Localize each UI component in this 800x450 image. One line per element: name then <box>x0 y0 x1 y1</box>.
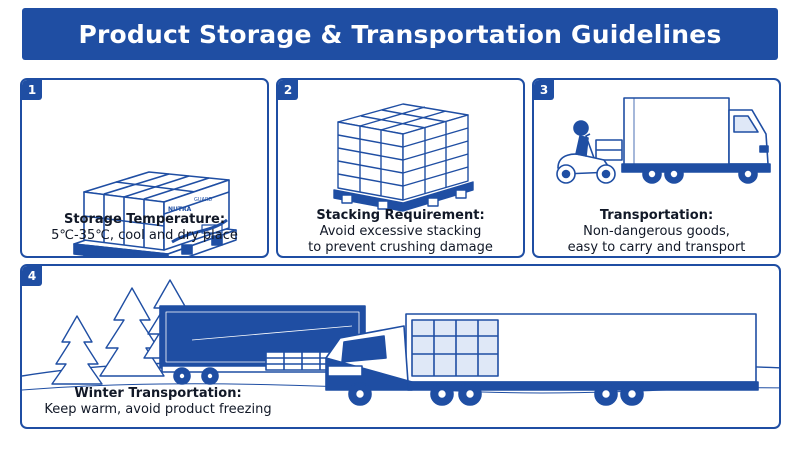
caption-line: to prevent crushing damage <box>308 240 493 255</box>
box-brand-label: NUTRA <box>168 206 192 213</box>
caption-heading: Winter Transportation: <box>74 386 242 401</box>
winter-trucks-icon <box>22 279 779 406</box>
caption-line: Keep warm, avoid product freezing <box>44 402 272 417</box>
page-title: Product Storage & Transportation Guideli… <box>78 19 722 49</box>
caption-line: 5℃-35℃, cool and dry place <box>51 228 238 243</box>
caption-heading: Storage Temperature: <box>63 212 226 227</box>
delivery-truck-icon <box>621 97 771 184</box>
box-tag-label: GUARD <box>194 197 212 203</box>
transport-vehicles-illustration <box>556 97 771 184</box>
pallet-box-icon: NUTRA GUARD <box>73 171 237 256</box>
caption-heading: Transportation: <box>599 208 714 223</box>
panel-transportation: 3 Transportation: Non-dangerous goods, e <box>532 78 781 258</box>
panel-number: 4 <box>22 266 42 286</box>
panel-number: 3 <box>534 80 554 100</box>
refrigerated-truck-icon <box>325 313 759 406</box>
trailer-truck-icon <box>159 305 366 385</box>
title-banner: Product Storage & Transportation Guideli… <box>22 8 778 60</box>
panel-caption: Storage Temperature: 5℃-35℃, cool and dr… <box>22 212 267 244</box>
caption-line: easy to carry and transport <box>567 240 746 255</box>
caption-heading: Stacking Requirement: <box>316 208 485 223</box>
panel-storage-temperature: 1 NUTRA <box>20 78 269 258</box>
panel-number: 1 <box>22 80 42 100</box>
caption-line: Non-dangerous goods, <box>583 224 730 239</box>
panel-caption: Transportation: Non-dangerous goods, eas… <box>534 208 779 256</box>
stacked-pallet-icon <box>333 103 474 212</box>
panel-number: 2 <box>278 80 298 100</box>
moped-rider-icon <box>556 120 623 184</box>
panel-caption: Winter Transportation: Keep warm, avoid … <box>28 386 288 418</box>
panel-winter-transportation: 4 <box>20 264 781 429</box>
panel-stacking-requirement: 2 <box>276 78 525 258</box>
caption-line: Avoid excessive stacking <box>319 224 482 239</box>
panel-caption: Stacking Requirement: Avoid excessive st… <box>278 208 523 256</box>
